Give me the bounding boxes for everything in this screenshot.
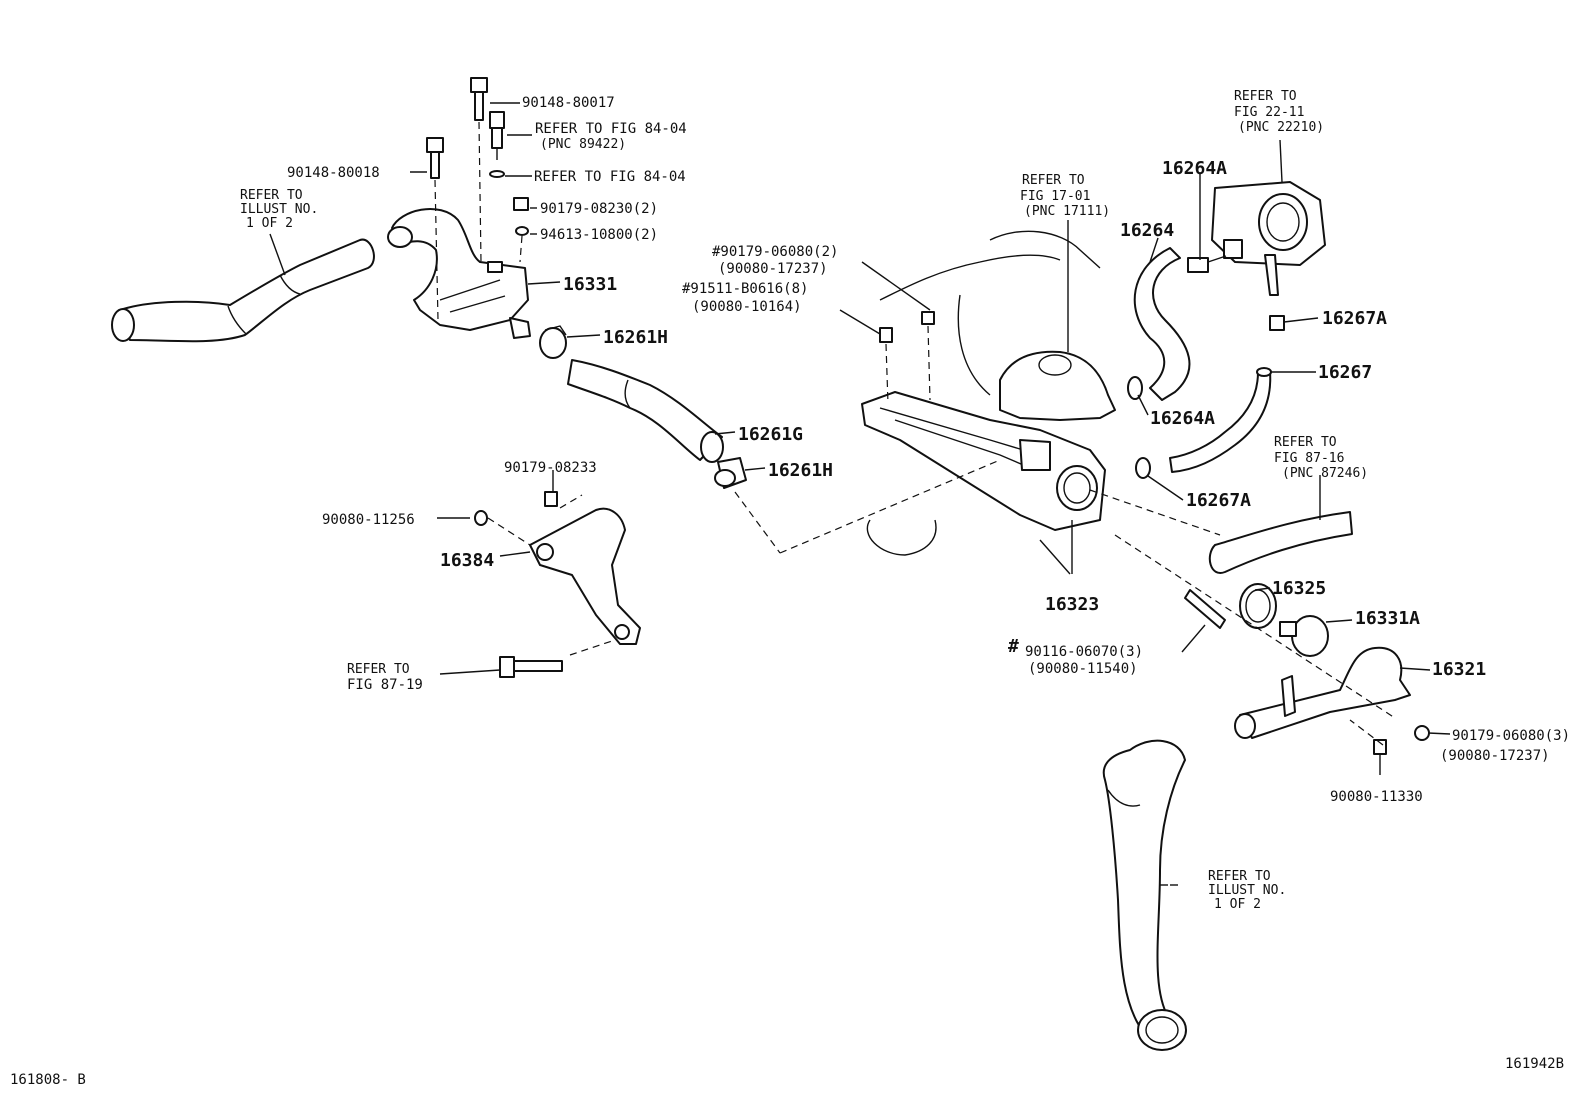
figure-id-left: 161808- B bbox=[10, 1072, 86, 1088]
label-16325: 16325 bbox=[1272, 578, 1326, 599]
label-91511-b0616-2: (90080-10164) bbox=[692, 299, 802, 315]
bolt-91511 bbox=[879, 327, 893, 343]
throttle-body-22210 bbox=[1211, 139, 1326, 296]
bracket-16384 bbox=[474, 491, 641, 645]
label-16267A-lower: 16267A bbox=[1186, 490, 1251, 511]
upper-hose bbox=[111, 238, 375, 343]
label-16264A-upper: 16264A bbox=[1162, 158, 1227, 179]
label-90179-06080-b-1: 90179-06080(3) bbox=[1452, 728, 1570, 744]
label-refer-illust-upper-1: REFER TO bbox=[240, 188, 303, 203]
lower-hose bbox=[1102, 739, 1187, 1051]
label-16267A-upper: 16267A bbox=[1322, 308, 1387, 329]
label-90080-11256: 90080-11256 bbox=[322, 512, 415, 528]
label-refer-fig-87-16-3: (PNC 87246) bbox=[1282, 466, 1368, 481]
label-refer-fig-84-04-a-line1: REFER TO FIG 84-04 bbox=[535, 121, 687, 137]
label-16261H-lower: 16261H bbox=[768, 460, 833, 481]
clamp-16267A-upper bbox=[1269, 315, 1285, 331]
nut-90179-06080 bbox=[921, 311, 935, 325]
label-90148-80017: 90148-80017 bbox=[522, 95, 615, 111]
label-16261H-upper: 16261H bbox=[603, 327, 668, 348]
label-refer-fig-84-04-a-line2: (PNC 89422) bbox=[540, 137, 626, 152]
bolt-90148-80018 bbox=[426, 137, 444, 179]
hose-16261G bbox=[567, 359, 724, 463]
label-90179-06080-a-2: (90080-17237) bbox=[718, 261, 828, 277]
label-refer-fig-22-11-2: FIG 22-11 bbox=[1234, 105, 1304, 120]
hose-16267 bbox=[1169, 367, 1272, 473]
label-90179-06080-b-2: (90080-17237) bbox=[1440, 748, 1550, 764]
label-90080-11330: 90080-11330 bbox=[1330, 789, 1423, 805]
label-16264: 16264 bbox=[1120, 220, 1174, 241]
label-16321: 16321 bbox=[1432, 659, 1486, 680]
label-90179-08233: 90179-08233 bbox=[504, 460, 597, 476]
label-refer-fig-84-04-b: REFER TO FIG 84-04 bbox=[534, 169, 686, 185]
throttle-housing-17111 bbox=[999, 350, 1116, 421]
label-refer-fig-17-01-2: FIG 17-01 bbox=[1020, 189, 1090, 204]
clamp-16264A-upper bbox=[1187, 255, 1227, 273]
label-hash-marker: # bbox=[1008, 636, 1019, 657]
hose-87246 bbox=[1208, 511, 1353, 574]
bolt-fig-87-19 bbox=[499, 656, 563, 678]
sensor-89422 bbox=[489, 111, 505, 160]
label-16323: 16323 bbox=[1045, 594, 1099, 615]
gasket-16325 bbox=[1239, 583, 1277, 629]
stud-90116 bbox=[1184, 589, 1226, 629]
label-90148-80018: 90148-80018 bbox=[287, 165, 380, 181]
label-16264A-lower: 16264A bbox=[1150, 408, 1215, 429]
bolt-90148-80017 bbox=[470, 77, 488, 121]
label-16261G: 16261G bbox=[738, 424, 803, 445]
label-16267: 16267 bbox=[1318, 362, 1372, 383]
water-outlet bbox=[387, 207, 531, 339]
water-inlet-16321 bbox=[1234, 646, 1430, 755]
label-94613-10800: 94613-10800(2) bbox=[540, 227, 658, 243]
figure-id-right: 161942B bbox=[1505, 1056, 1564, 1072]
label-refer-fig-87-16-2: FIG 87-16 bbox=[1274, 451, 1344, 466]
clamp-16261H-upper bbox=[539, 325, 567, 359]
label-refer-illust-lower-2: ILLUST NO. bbox=[1208, 883, 1286, 898]
label-refer-fig-87-16-1: REFER TO bbox=[1274, 435, 1337, 450]
washer-94613 bbox=[515, 226, 529, 236]
label-refer-fig-22-11-1: REFER TO bbox=[1234, 89, 1297, 104]
label-90116-06070-2: (90080-11540) bbox=[1028, 661, 1138, 677]
intake-manifold-outline bbox=[866, 230, 1101, 556]
bypass-block-16323 bbox=[861, 391, 1106, 531]
label-16331A: 16331A bbox=[1355, 608, 1420, 629]
label-16384: 16384 bbox=[440, 550, 494, 571]
clamp-16264A-lower bbox=[1127, 376, 1143, 400]
label-refer-fig-22-11-3: (PNC 22210) bbox=[1238, 120, 1324, 135]
label-refer-illust-lower-1: REFER TO bbox=[1208, 869, 1271, 884]
label-refer-fig-87-19-1: REFER TO bbox=[347, 662, 410, 677]
label-refer-fig-17-01-3: (PNC 17111) bbox=[1024, 204, 1110, 219]
label-90116-06070-1: 90116-06070(3) bbox=[1025, 644, 1143, 660]
label-refer-illust-lower-3: 1 OF 2 bbox=[1214, 897, 1261, 912]
nut-90179-08230 bbox=[513, 197, 529, 211]
clamp-16267A-lower bbox=[1135, 457, 1151, 479]
label-91511-b0616-1: #91511-B0616(8) bbox=[682, 281, 808, 297]
label-refer-illust-upper-3: 1 OF 2 bbox=[246, 216, 293, 231]
gasket-ring bbox=[489, 170, 505, 178]
clamp-16261H-lower bbox=[714, 457, 747, 489]
label-refer-illust-upper-2: ILLUST NO. bbox=[240, 202, 318, 217]
hose-16264 bbox=[1133, 247, 1191, 401]
label-refer-fig-87-19-2: FIG 87-19 bbox=[347, 677, 423, 693]
label-90179-06080-a-1: #90179-06080(2) bbox=[712, 244, 838, 260]
label-16331: 16331 bbox=[563, 274, 617, 295]
label-refer-fig-17-01-1: REFER TO bbox=[1022, 173, 1085, 188]
label-90179-08230: 90179-08230(2) bbox=[540, 201, 658, 217]
thermostat-16331A bbox=[1279, 615, 1329, 657]
